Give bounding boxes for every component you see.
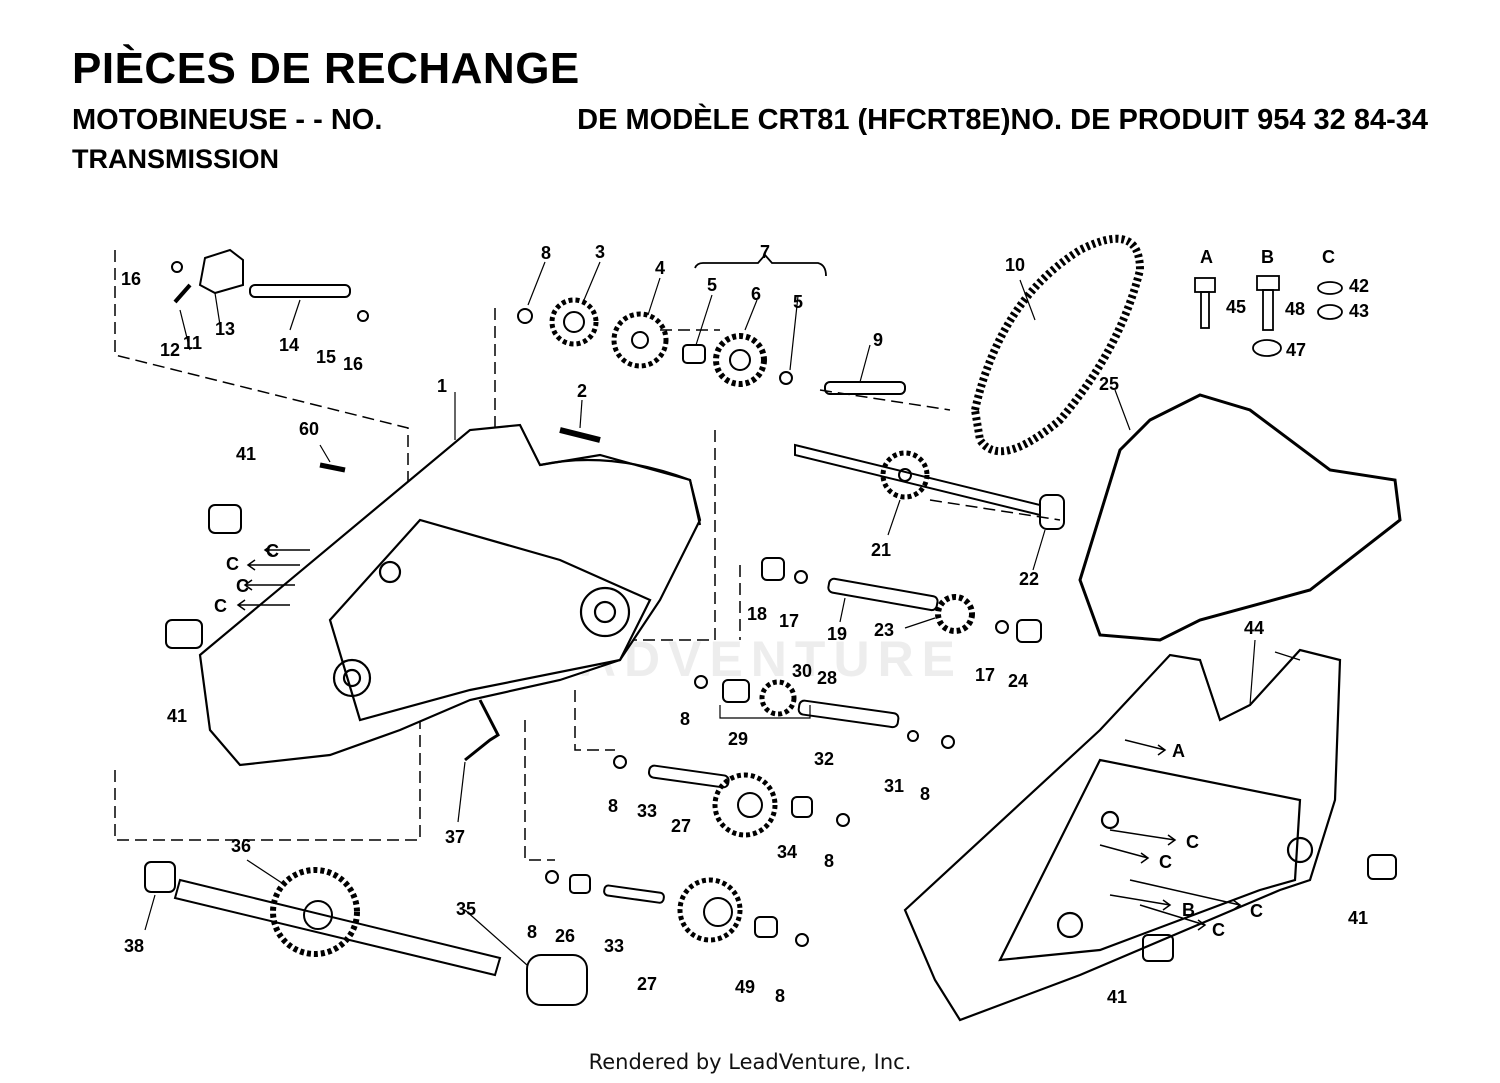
callout-49: 49: [735, 977, 755, 997]
legend-part-48: 48: [1285, 299, 1305, 319]
footer-credit: Rendered by LeadVenture, Inc.: [588, 1050, 912, 1074]
callout-6: 6: [751, 284, 761, 304]
callout-10: 10: [1005, 255, 1025, 275]
callout-8: 8: [920, 784, 930, 804]
callout-41: 41: [1348, 908, 1368, 928]
callout-4: 4: [655, 258, 665, 278]
arrow-letter: C: [1212, 920, 1225, 940]
callout-12: 12: [160, 340, 180, 360]
legend-part-43: 43: [1349, 301, 1369, 321]
callout-36: 36: [231, 836, 251, 856]
callout-44: 44: [1244, 618, 1264, 638]
callout-60: 60: [299, 419, 319, 439]
chain: [970, 234, 1145, 456]
callout-8: 8: [608, 796, 618, 816]
callout-2: 2: [577, 381, 587, 401]
legend-letter-b: B: [1261, 247, 1274, 267]
callout-8: 8: [527, 922, 537, 942]
callout-22: 22: [1019, 569, 1039, 589]
callout-3: 3: [595, 242, 605, 262]
callout-38: 38: [124, 936, 144, 956]
callout-26: 26: [555, 926, 575, 946]
callout-24: 24: [1008, 671, 1028, 691]
hardware-legend-drawings: [1194, 275, 1343, 357]
right-housing: [903, 648, 1342, 1022]
section-title: TRANSMISSION: [72, 144, 280, 174]
left-housing: [198, 423, 702, 767]
callout-41: 41: [1107, 987, 1127, 1007]
callout-9: 9: [873, 330, 883, 350]
hardware-arrows: [236, 544, 1242, 931]
callout-35: 35: [456, 899, 476, 919]
arrow-letter: A: [1172, 741, 1185, 761]
legend-letter-a: A: [1200, 247, 1213, 267]
callout-8: 8: [680, 709, 690, 729]
callout-41: 41: [236, 444, 256, 464]
callout-18: 18: [747, 604, 767, 624]
subtitle-model: DE MODÈLE CRT81 (HFCRT8E)NO. DE PRODUIT …: [577, 104, 1428, 136]
legend-part-47: 47: [1286, 340, 1306, 360]
callout-14: 14: [279, 335, 299, 355]
callout-5: 5: [793, 292, 803, 312]
callout-32: 32: [814, 749, 834, 769]
callout-8: 8: [541, 243, 551, 263]
callout-28: 28: [817, 668, 837, 688]
callout-5: 5: [707, 275, 717, 295]
callout-13: 13: [215, 319, 235, 339]
shift-assembly: [171, 248, 601, 762]
callout-41: 41: [167, 706, 187, 726]
callout-29: 29: [728, 729, 748, 749]
callout-27: 27: [637, 974, 657, 994]
callout-27: 27: [671, 816, 691, 836]
page-subtitle: MOTOBINEUSE - - NO. DE MODÈLE CRT81 (HFC…: [72, 104, 1428, 137]
callout-16: 16: [343, 354, 363, 374]
callout-21: 21: [871, 540, 891, 560]
shafts: [173, 284, 1041, 977]
arrow-letter: C: [214, 596, 227, 616]
callout-16: 16: [121, 269, 141, 289]
legend-part-45: 45: [1226, 297, 1246, 317]
arrow-letter: C: [266, 541, 279, 561]
callout-17: 17: [975, 665, 995, 685]
leader-lines: [144, 261, 1301, 966]
callout-34: 34: [777, 842, 797, 862]
arrow-letter: C: [1159, 852, 1172, 872]
page-title: PIÈCES DE RECHANGE: [72, 44, 580, 93]
bracket-7: [694, 253, 827, 277]
callout-1: 1: [437, 376, 447, 396]
callout-23: 23: [874, 620, 894, 640]
arrow-letter: C: [226, 554, 239, 574]
callout-31: 31: [884, 776, 904, 796]
callout-25: 25: [1099, 374, 1119, 394]
callout-11: 11: [183, 333, 202, 353]
callout-33: 33: [637, 801, 657, 821]
callout-8: 8: [775, 986, 785, 1006]
callout-33: 33: [604, 936, 624, 956]
callout-30: 30: [792, 661, 812, 681]
callout-7: 7: [760, 242, 770, 262]
subtitle-product: MOTOBINEUSE - - NO.: [72, 104, 383, 136]
callout-17: 17: [779, 611, 799, 631]
callout-37: 37: [445, 827, 465, 847]
callout-8: 8: [824, 851, 834, 871]
arrow-letter: C: [1250, 901, 1263, 921]
arrow-letter: C: [1186, 832, 1199, 852]
legend-part-42: 42: [1349, 276, 1369, 296]
gasket: [1078, 393, 1402, 642]
callout-15: 15: [316, 347, 336, 367]
gears: [270, 297, 975, 957]
arrow-letter: C: [236, 576, 249, 596]
arrow-letter: B: [1182, 900, 1195, 920]
legend-letter-c: C: [1322, 247, 1335, 267]
bushings: [144, 308, 1397, 1006]
callout-19: 19: [827, 624, 847, 644]
